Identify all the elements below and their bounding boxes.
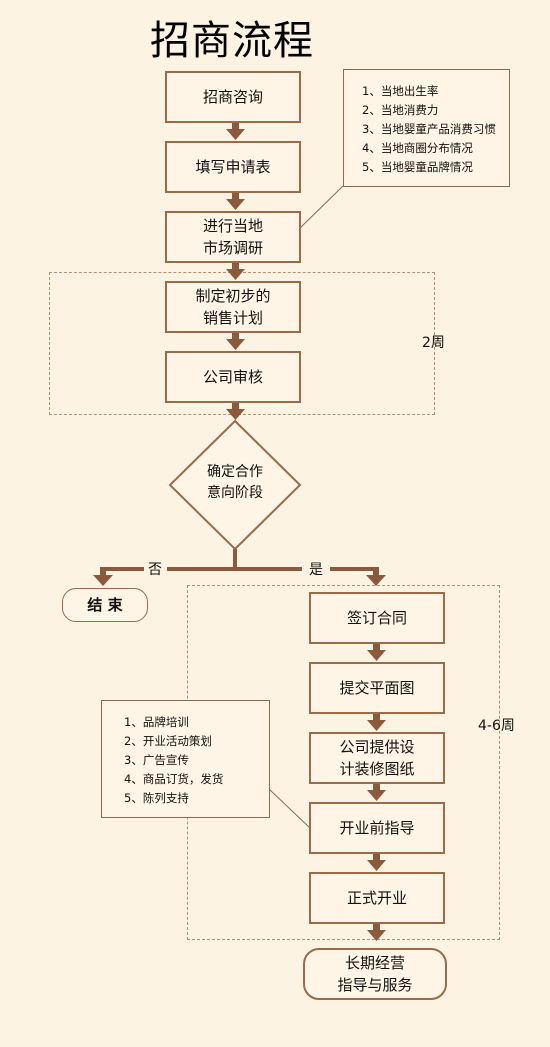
decision-label: 确定合作 意向阶段 <box>207 464 263 501</box>
page-title: 招商流程 <box>150 18 314 64</box>
support-note-item: 5、陈列支持 <box>124 791 189 805</box>
step-submit-floorplan: 提交平面图 <box>309 662 445 714</box>
step-end: 结 束 <box>62 588 148 622</box>
step-sign-contract: 签订合同 <box>309 592 445 644</box>
step-long-term-service: 长期经营 指导与服务 <box>303 948 447 1000</box>
branch-yes-label: 是 <box>309 562 323 578</box>
arrow-research-plan <box>226 262 245 280</box>
arrow-contract-floorplan <box>367 643 386 661</box>
step-market-research: 进行当地 市场调研 <box>165 211 301 263</box>
research-notes: 1、当地出生率 2、当地消费力 3、当地婴童产品消费习惯 4、当地商圈分布情况 … <box>343 69 510 187</box>
support-note-item: 3、广告宣传 <box>124 753 189 767</box>
step-consult: 招商咨询 <box>165 71 301 123</box>
branch-no-label: 否 <box>148 562 162 578</box>
step-grand-opening: 正式开业 <box>309 872 445 924</box>
research-note-item: 2、当地消费力 <box>362 103 439 117</box>
arrow-design-guidance <box>367 783 386 801</box>
phase-group-two-weeks <box>49 272 435 415</box>
arrow-form-research <box>226 192 245 210</box>
step-pre-opening-guidance: 开业前指导 <box>309 802 445 854</box>
arrow-opening-longterm <box>367 923 386 941</box>
arrow-to-contract <box>366 567 386 586</box>
research-note-item: 3、当地婴童产品消费习惯 <box>362 122 496 136</box>
research-note-item: 1、当地出生率 <box>362 84 439 98</box>
duration-four-six-weeks: 4-6周 <box>478 718 515 734</box>
support-notes: 1、品牌培训 2、开业活动策划 3、广告宣传 4、商品订货，发货 5、陈列支持 <box>101 700 270 818</box>
step-company-review: 公司审核 <box>165 351 301 403</box>
arrow-floorplan-design <box>367 713 386 731</box>
arrow-review-decision <box>226 402 245 420</box>
decision-diamond <box>168 419 302 551</box>
support-note-item: 2、开业活动策划 <box>124 734 212 748</box>
arrow-to-end <box>93 567 113 586</box>
research-note-item: 5、当地婴童品牌情况 <box>362 160 473 174</box>
support-note-item: 1、品牌培训 <box>124 715 189 729</box>
support-note-item: 4、商品订货，发货 <box>124 772 224 786</box>
duration-two-weeks: 2周 <box>422 335 445 351</box>
step-design-drawings: 公司提供设 计装修图纸 <box>309 732 445 784</box>
research-note-item: 4、当地商圈分布情况 <box>362 141 473 155</box>
step-application-form: 填写申请表 <box>165 141 301 193</box>
step-sales-plan: 制定初步的 销售计划 <box>165 281 301 333</box>
arrow-consult-form <box>226 122 245 140</box>
arrow-guidance-opening <box>367 853 386 871</box>
arrow-plan-review <box>226 332 245 350</box>
